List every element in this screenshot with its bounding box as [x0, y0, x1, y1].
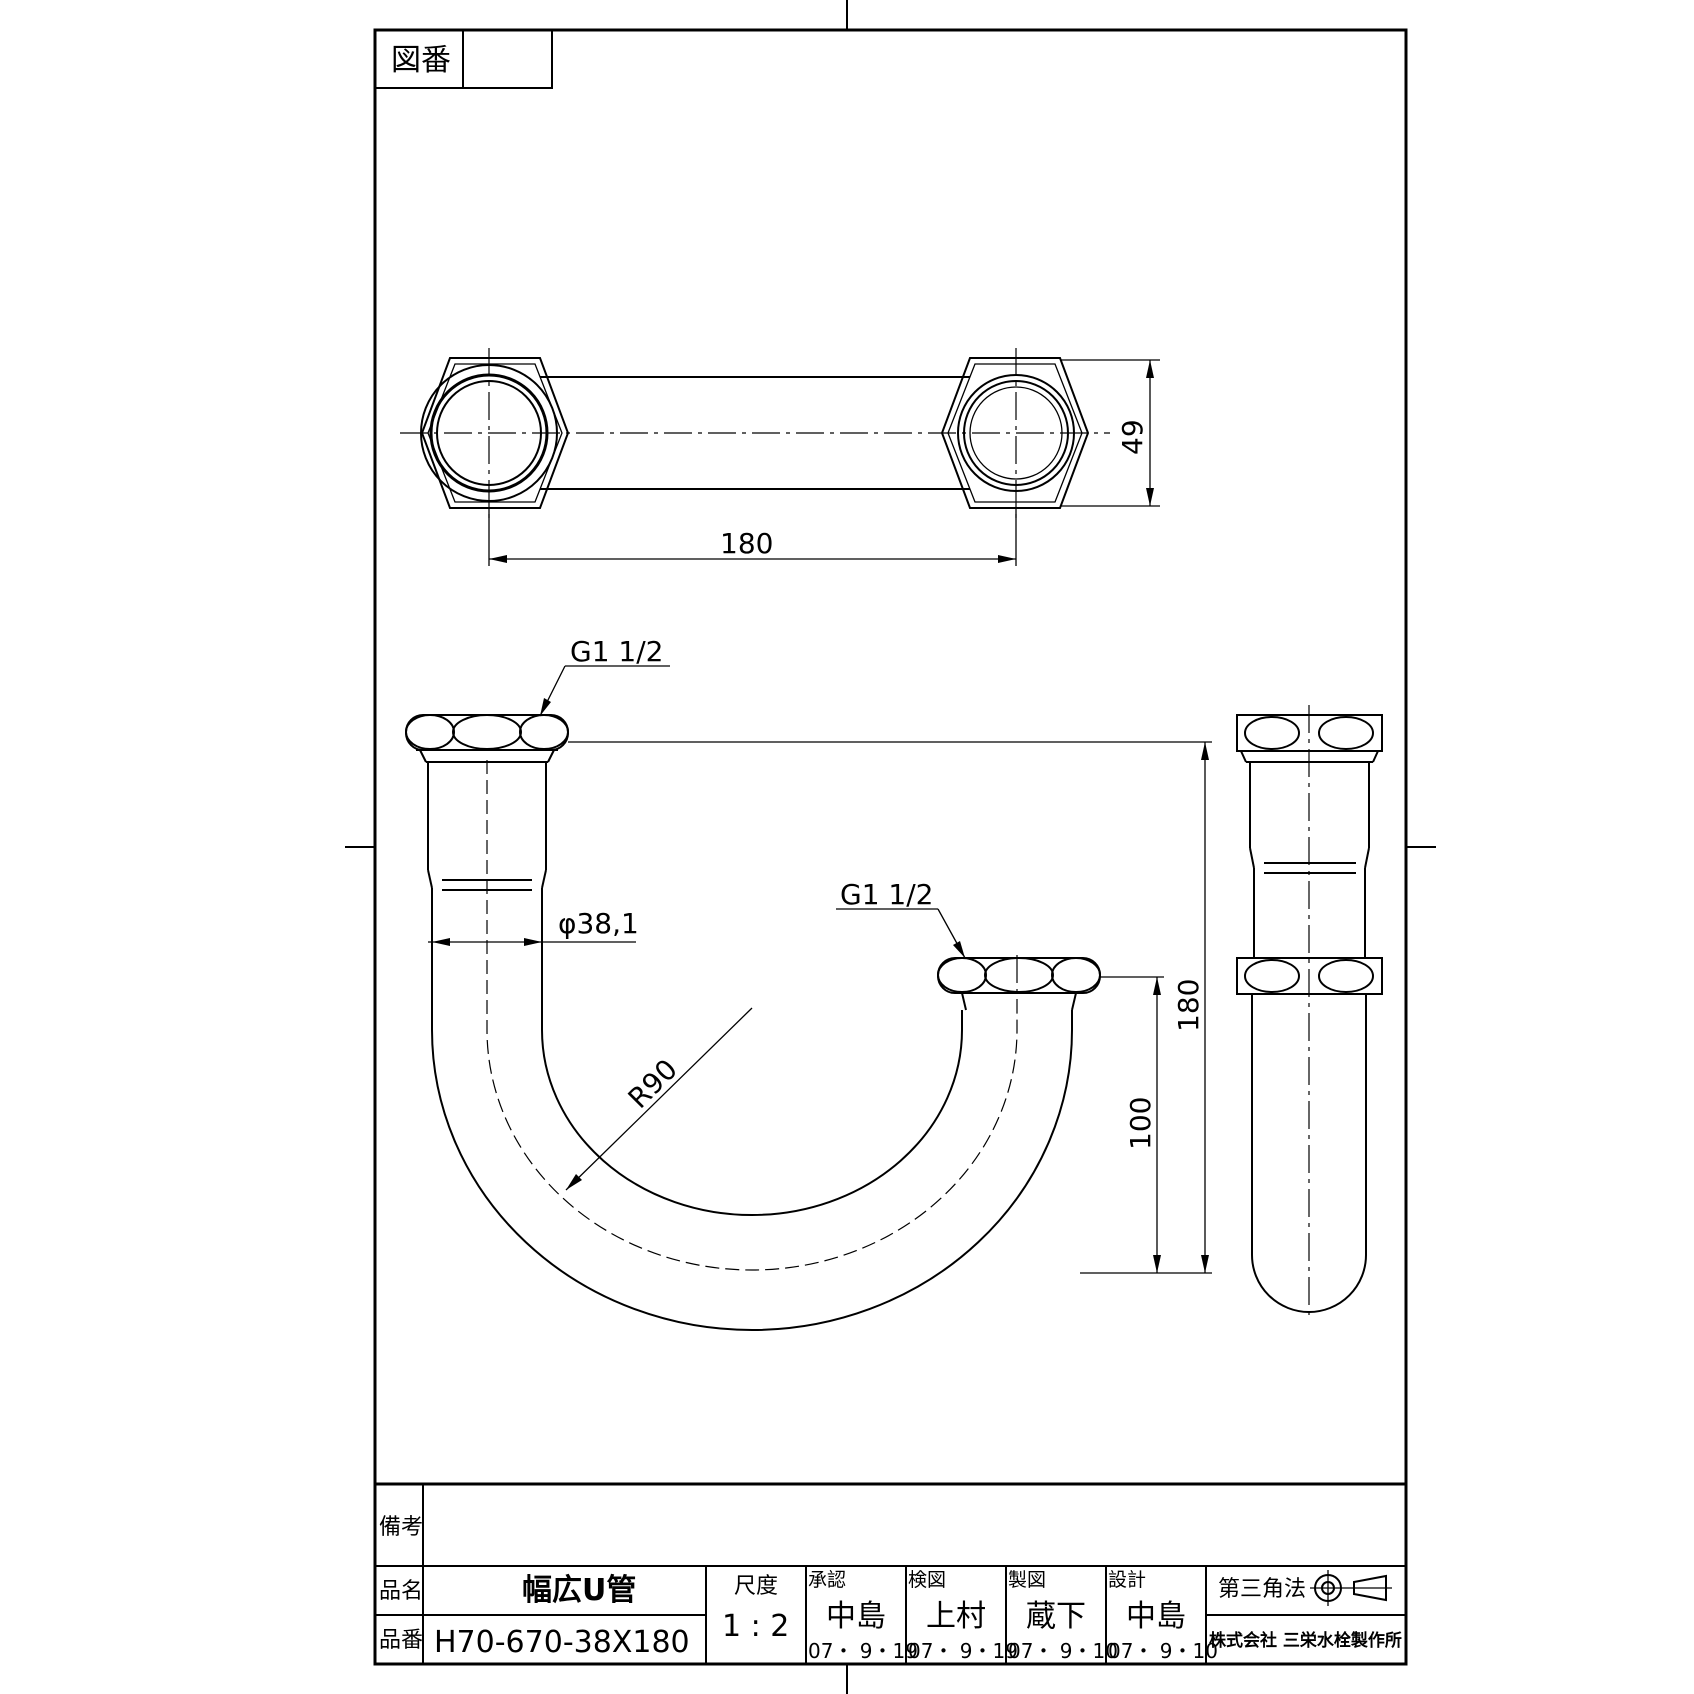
third-angle-projection-symbol: [1310, 1570, 1392, 1606]
designed-label: 設計: [1108, 1569, 1146, 1591]
scale-value: 1 : 2: [722, 1609, 789, 1644]
top-view: 180 49: [400, 348, 1160, 566]
lower-thread-label: G1 1/2: [840, 878, 933, 911]
checked-label: 検図: [908, 1569, 946, 1591]
sheet-frame: [373, 28, 1408, 1666]
side-view: [1236, 705, 1383, 1320]
drawn-label: 製図: [1008, 1569, 1046, 1591]
approved-name: 中島: [826, 1599, 886, 1634]
part-number-label: 品番: [379, 1628, 423, 1653]
checked-name: 上村: [926, 1599, 986, 1634]
u-bend-outer: [431, 1010, 1073, 1331]
upper-fitting: [405, 714, 569, 763]
part-number: H70-670-38X180: [434, 1625, 690, 1660]
approved-date: 07・ 9・19: [808, 1639, 918, 1663]
checked-date: 07・ 9・19: [908, 1639, 1018, 1663]
approved-label: 承認: [808, 1569, 846, 1591]
drawn-name: 蔵下: [1026, 1599, 1086, 1634]
company-name: 株式会社 三栄水栓製作所: [1209, 1630, 1402, 1651]
designed-date: 07・ 9・10: [1108, 1639, 1218, 1663]
drawing-number-label: 図番: [391, 43, 451, 78]
drawn-date: 07・ 9・10: [1008, 1639, 1118, 1663]
height-total-label: 180: [1172, 979, 1205, 1032]
upper-thread-label: G1 1/2: [570, 635, 663, 668]
height-short-label: 100: [1124, 1097, 1157, 1150]
product-name-label: 品名: [379, 1579, 423, 1604]
designed-name: 中島: [1126, 1599, 1186, 1634]
product-name: 幅広U管: [522, 1573, 636, 1608]
title-block: 備考 品名 品番 幅広U管 H70-670-38X180 尺度 1 : 2 承認…: [375, 1482, 1406, 1664]
lower-fitting: [937, 957, 1101, 1011]
u-bend-inner: [541, 1010, 963, 1216]
diameter-label: φ38,1: [558, 907, 639, 940]
projection-label: 第三角法: [1218, 1577, 1306, 1602]
drawing-number-box: 図番: [374, 29, 553, 89]
radius-label: R90: [622, 1053, 684, 1115]
top-width-dimension: 180: [720, 527, 773, 560]
remarks-label: 備考: [379, 1515, 423, 1540]
front-view: G1 1/2 G1 1/2 φ38,1 R90 180 100: [405, 635, 1212, 1331]
top-height-dimension: 49: [1116, 419, 1149, 455]
scale-label: 尺度: [734, 1574, 778, 1599]
